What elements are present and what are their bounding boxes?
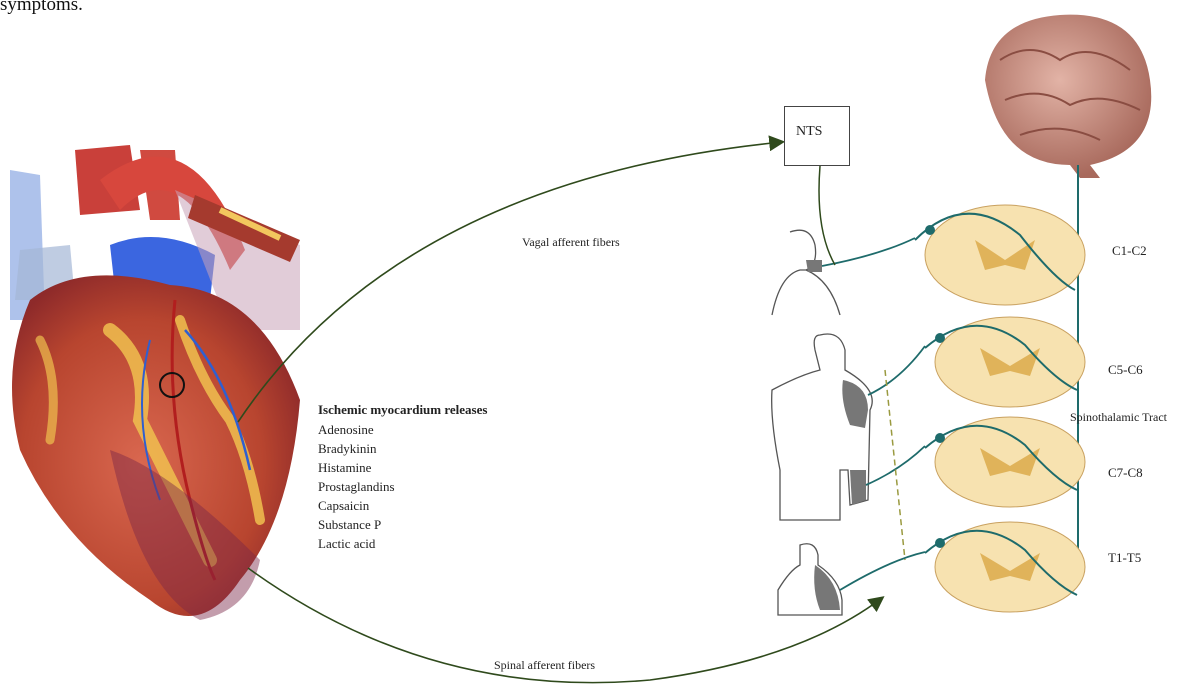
release-item: Adenosine <box>318 422 374 438</box>
nts-label: NTS <box>796 124 822 140</box>
spinal-cord-segments <box>915 205 1085 612</box>
cord-segment-c5c6 <box>925 317 1085 407</box>
vagal-label: Vagal afferent fibers <box>522 235 620 250</box>
level-label-t1t5: T1-T5 <box>1108 550 1141 566</box>
cord-segment-t1t5 <box>925 522 1085 612</box>
arm-pain-patch <box>842 380 868 428</box>
cord-segment-c7c8 <box>925 417 1085 507</box>
dermatome-nerves <box>822 238 925 590</box>
spinal-label: Spinal afferent fibers <box>494 658 595 673</box>
release-item: Lactic acid <box>318 536 375 552</box>
release-item: Prostaglandins <box>318 479 395 495</box>
figure-neck <box>772 230 840 315</box>
spinothalamic-tract-label: Spinothalamic Tract <box>1070 410 1167 425</box>
nts-to-cord-line <box>819 166 835 265</box>
hand-pain-patch <box>850 470 866 505</box>
neck-pain-patch <box>806 260 822 272</box>
release-item: Bradykinin <box>318 441 377 457</box>
releases-title: Ischemic myocardium releases <box>318 402 487 418</box>
level-label-c5c6: C5-C6 <box>1108 362 1143 378</box>
cord-segment-c1c2 <box>915 205 1085 305</box>
vagal-fiber-arrow <box>238 142 782 422</box>
release-item: Capsaicin <box>318 498 369 514</box>
release-item: Histamine <box>318 460 371 476</box>
level-label-c7c8: C7-C8 <box>1108 465 1143 481</box>
level-label-c1c2: C1-C2 <box>1112 243 1147 259</box>
release-item: Substance P <box>318 517 381 533</box>
heart-illustration <box>10 145 300 620</box>
